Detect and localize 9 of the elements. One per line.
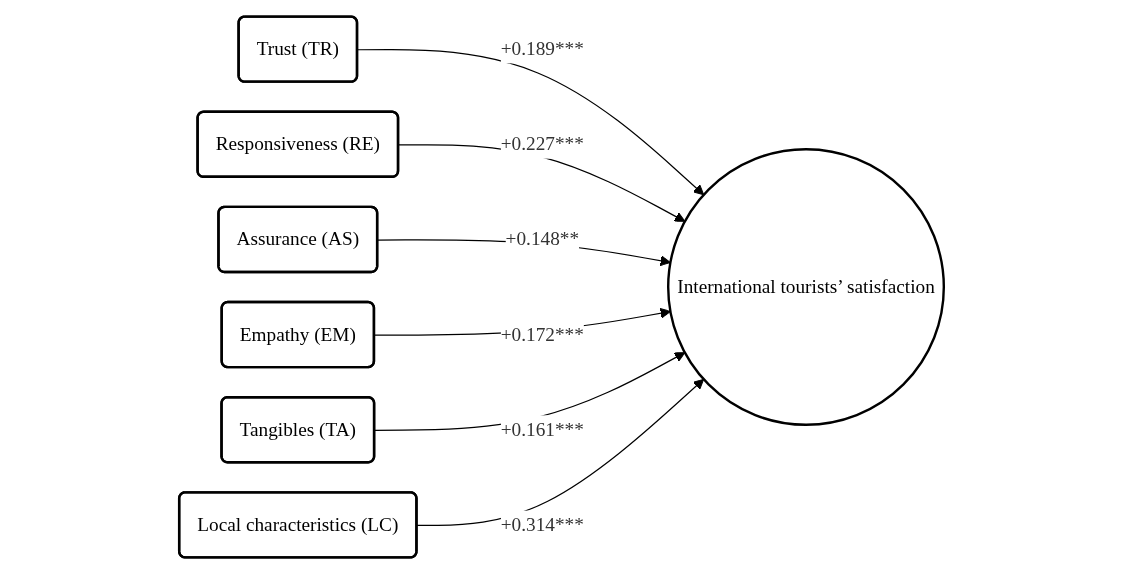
edge-label: +0.161***: [500, 418, 584, 439]
edge-label: +0.189***: [500, 37, 584, 59]
edge-label: +0.148**: [505, 228, 580, 249]
edge-label: +0.314***: [500, 513, 584, 534]
edge-label: +0.172***: [500, 323, 584, 344]
node-circle: International tourists’ satisfaction: [667, 147, 946, 426]
edge-label: +0.227***: [500, 132, 584, 154]
arrow: [416, 378, 705, 526]
arrow: [357, 48, 705, 195]
